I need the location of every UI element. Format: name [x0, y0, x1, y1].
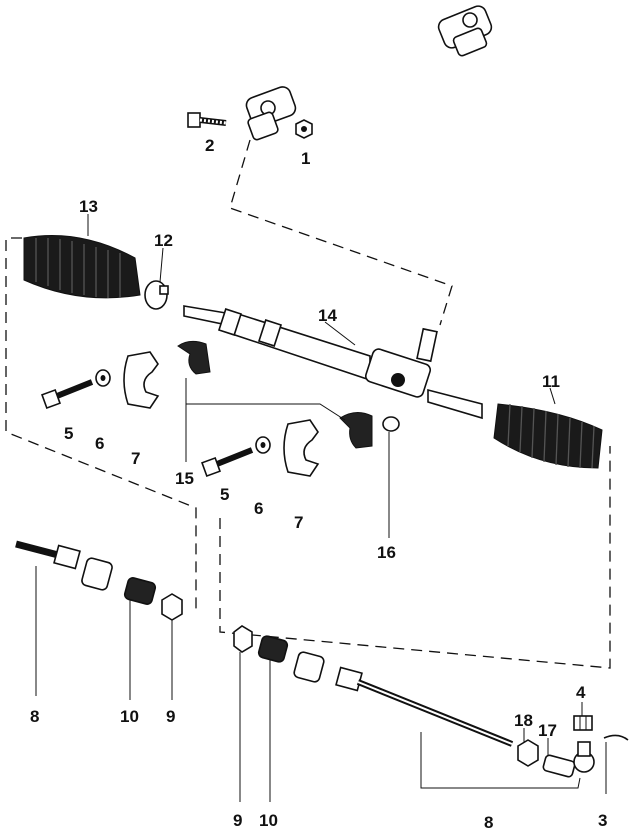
clamp-part-12 — [144, 280, 169, 310]
bushing-part-10-left — [123, 577, 157, 605]
leader-lines — [35, 214, 607, 802]
washer-part-6-right — [255, 436, 271, 454]
label-part-13: 13 — [79, 197, 98, 216]
bracket-part-7-left — [123, 351, 160, 409]
tie-rod-part-8-right — [293, 651, 514, 747]
assembly-dashed-lines — [5, 139, 611, 669]
label-part-5-right: 5 — [220, 485, 229, 504]
label-part-8-right: 8 — [484, 813, 493, 832]
nut-part-18 — [517, 739, 539, 767]
nut-part-9-right — [233, 625, 253, 653]
castle-nut-part-4 — [573, 715, 593, 731]
part-number-labels: 1 2 3 4 5 5 6 6 7 7 8 8 9 9 10 10 11 12 … — [30, 136, 607, 832]
label-part-6-left: 6 — [95, 434, 104, 453]
label-part-8-left: 8 — [30, 707, 39, 726]
bracket-part-7-right — [283, 419, 320, 477]
label-part-1: 1 — [301, 149, 310, 168]
nut-part-9-left — [161, 593, 183, 621]
tie-rod-part-8-left — [15, 540, 113, 591]
label-part-16: 16 — [377, 543, 396, 562]
label-part-17: 17 — [538, 721, 557, 740]
nut-part-1 — [295, 119, 313, 139]
label-part-7-left: 7 — [131, 449, 140, 468]
label-part-15: 15 — [175, 469, 194, 488]
mounting-bolt-part-5-left — [41, 379, 94, 409]
rubber-bush-part-15-upper — [177, 340, 211, 375]
washer-part-6-left — [95, 369, 111, 387]
label-part-4: 4 — [576, 683, 586, 702]
label-part-9-left: 9 — [166, 707, 175, 726]
steering-shaft-assembly — [245, 5, 493, 141]
cotter-pin-part-3 — [603, 734, 629, 741]
bushing-part-10-right — [257, 635, 289, 663]
label-part-18: 18 — [514, 711, 533, 730]
label-part-3: 3 — [598, 811, 607, 830]
label-part-2: 2 — [205, 136, 214, 155]
lower-universal-joint — [245, 86, 297, 141]
mounting-bolt-part-5-right — [201, 447, 254, 477]
upper-universal-joint — [437, 5, 493, 57]
label-part-5-left: 5 — [64, 424, 73, 443]
rubber-boot-part-13 — [23, 235, 141, 299]
label-part-14: 14 — [318, 306, 337, 325]
steering-rack-part-14 — [183, 305, 483, 420]
label-part-7-right: 7 — [294, 513, 303, 532]
plug-part-16 — [382, 416, 400, 432]
label-part-10-right: 10 — [259, 811, 278, 830]
rubber-bush-part-15-lower — [339, 412, 373, 449]
tie-rod-end-part-17 — [542, 741, 595, 778]
rubber-boot-part-11 — [493, 403, 603, 469]
label-part-9-right: 9 — [233, 811, 242, 830]
label-part-12: 12 — [154, 231, 173, 250]
label-part-6-right: 6 — [254, 499, 263, 518]
label-part-10-left: 10 — [120, 707, 139, 726]
label-part-11: 11 — [542, 372, 560, 391]
bolt-part-2 — [187, 112, 227, 128]
